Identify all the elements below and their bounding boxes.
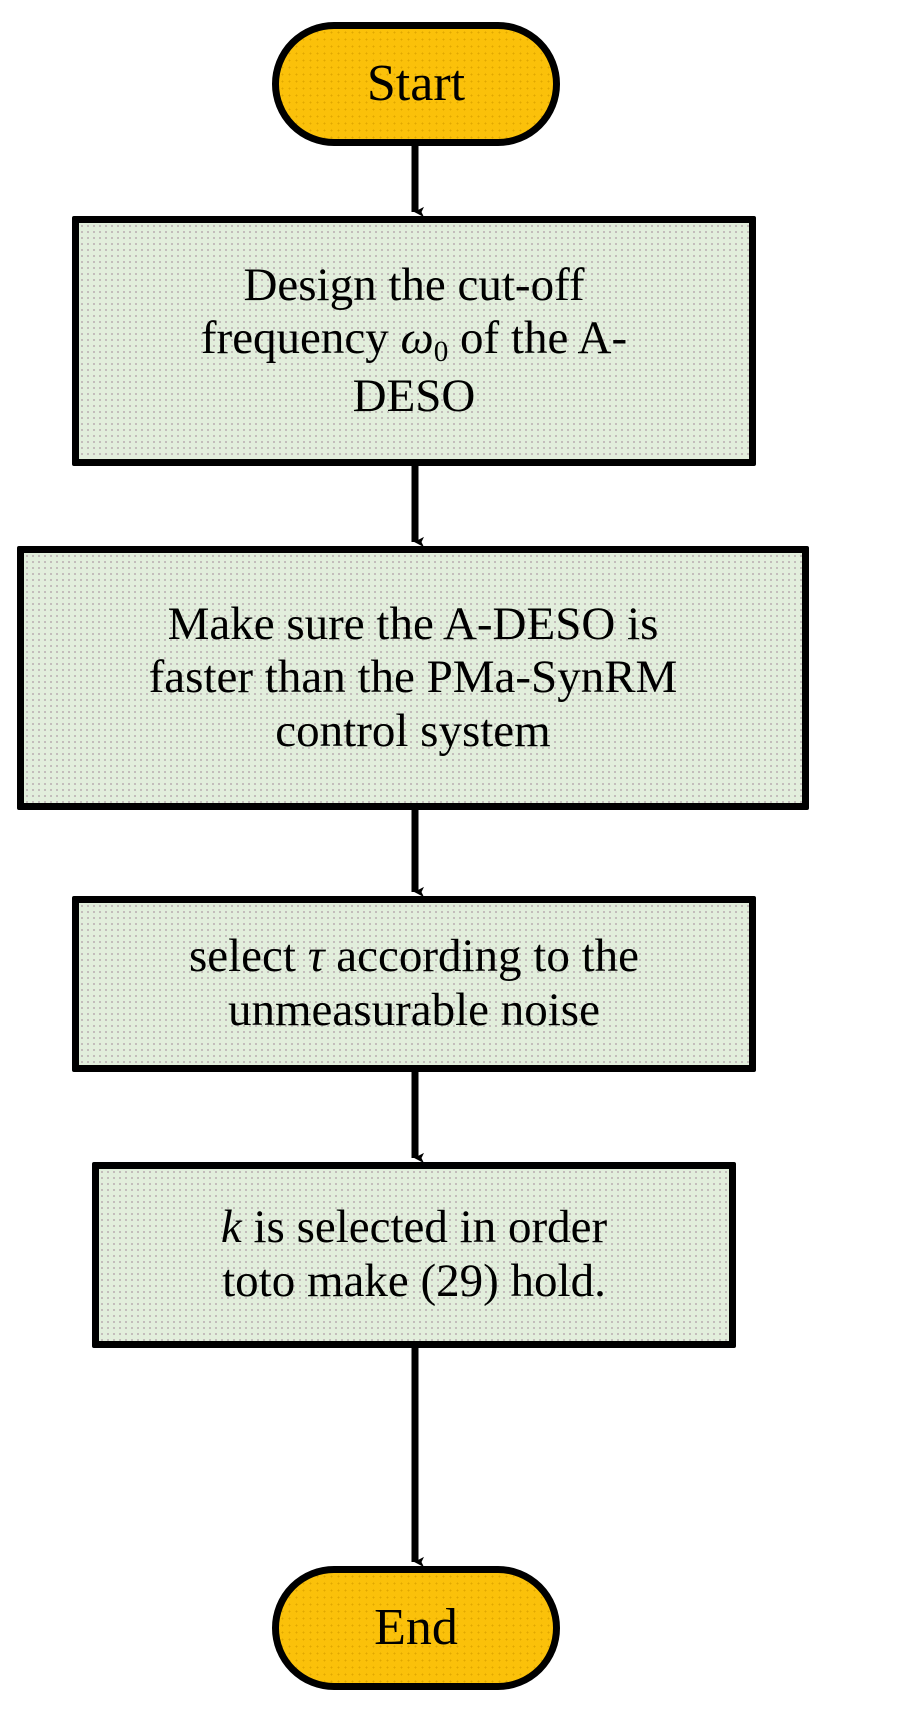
node-end-label: End <box>374 1599 458 1657</box>
node-p3-label: select τ according to the unmeasurable n… <box>179 930 649 1037</box>
tau-symbol: τ <box>307 930 325 983</box>
node-make-sure-adeso-faster[interactable]: Make sure the A-DESO is faster than the … <box>17 546 809 810</box>
node-p2-label: Make sure the A-DESO is faster than the … <box>148 597 678 757</box>
node-p3-label-prefix: select <box>188 930 308 983</box>
omega-subscript: 0 <box>433 336 449 369</box>
node-p1-label-prefix: Design the cut-off frequency <box>200 258 585 365</box>
node-p1-label-suffix: of the A- DESO <box>352 312 628 422</box>
node-start-label: Start <box>366 55 466 113</box>
node-select-k[interactable]: k is selected in order toto make (29) ho… <box>92 1162 736 1348</box>
node-select-tau[interactable]: select τ according to the unmeasurable n… <box>72 896 756 1072</box>
node-design-cutoff-frequency[interactable]: Design the cut-off frequency ω0 of the A… <box>72 216 756 466</box>
node-p4-label-suffix: is selected in order toto make (29) hold… <box>222 1201 608 1307</box>
k-symbol: k <box>220 1201 242 1254</box>
omega-symbol: ω <box>400 312 434 365</box>
node-end[interactable]: End <box>272 1566 560 1690</box>
node-p3-label-suffix: according to the unmeasurable noise <box>228 930 640 1036</box>
node-p4-label: k is selected in order toto make (29) ho… <box>211 1201 617 1308</box>
node-p1-label: Design the cut-off frequency ω0 of the A… <box>191 259 637 424</box>
node-start[interactable]: Start <box>272 22 560 146</box>
